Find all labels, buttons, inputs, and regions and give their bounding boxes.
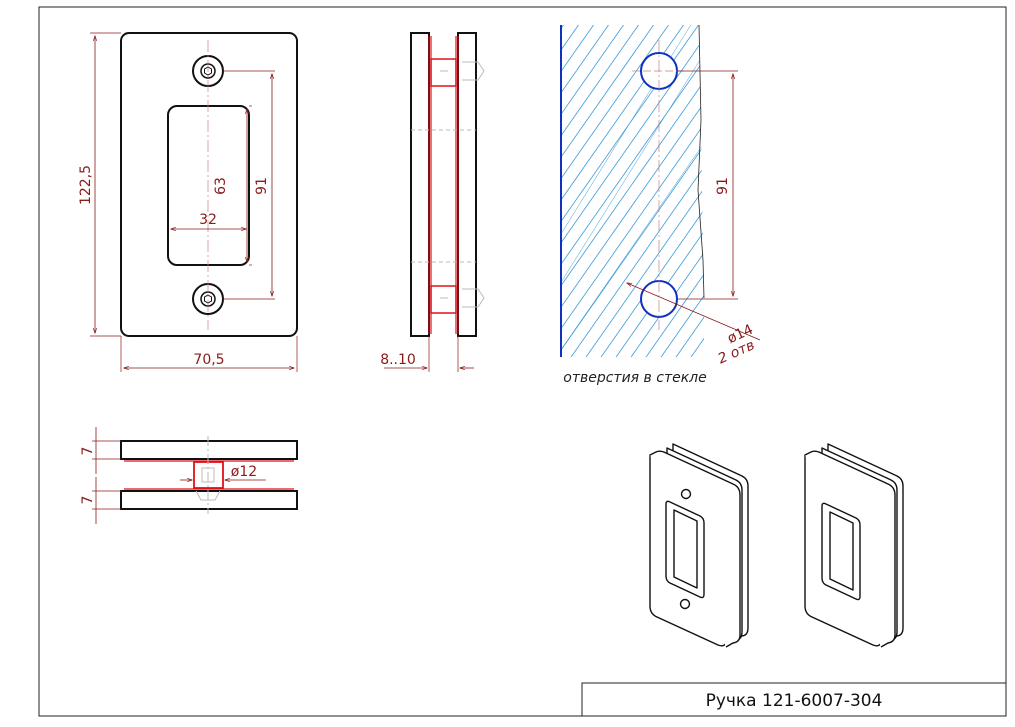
dim-slot-width-text: 32 [199, 212, 217, 228]
iso-view-right [804, 443, 904, 648]
dim-glass-thickness-text: 8..10 [380, 352, 416, 368]
dim-width-text: 70,5 [193, 352, 224, 368]
front-slot-outline [167, 105, 250, 266]
side-left-plate [410, 32, 430, 337]
glass-caption: отверстия в стекле [563, 370, 706, 386]
iso-view-left [649, 443, 749, 648]
side-bottom-boss [430, 285, 457, 314]
drawing-title: Ручка 121-6007-304 [706, 691, 883, 711]
dim-upper-thickness-text: 7 [80, 447, 96, 456]
glass-view: 91 ø14 2 отв отверстия в стекле [560, 24, 761, 386]
dim-hole-spacing-text: 91 [254, 177, 270, 195]
front-view: 122,5 70,5 63 32 91 [78, 32, 298, 372]
dim-height-text: 122,5 [78, 165, 94, 205]
top-view-upper-plate [120, 440, 298, 460]
side-view: 8..10 [380, 32, 485, 372]
side-screw-ghosts [411, 61, 485, 308]
glass-dim-hole-spacing-text: 91 [715, 177, 731, 195]
top-view-lower-plate [120, 490, 298, 510]
title-block: Ручка 121-6007-304 [581, 682, 1007, 717]
dim-boss-diameter-text: ø12 [231, 464, 257, 480]
dim-slot-height-text: 63 [213, 177, 229, 195]
front-plate-outline [120, 32, 298, 337]
top-view: 7 7 ø12 [80, 427, 298, 524]
side-top-boss [430, 58, 457, 87]
dim-lower-thickness-text: 7 [80, 496, 96, 505]
side-right-plate [457, 32, 477, 337]
sheet-frame [38, 6, 1007, 717]
